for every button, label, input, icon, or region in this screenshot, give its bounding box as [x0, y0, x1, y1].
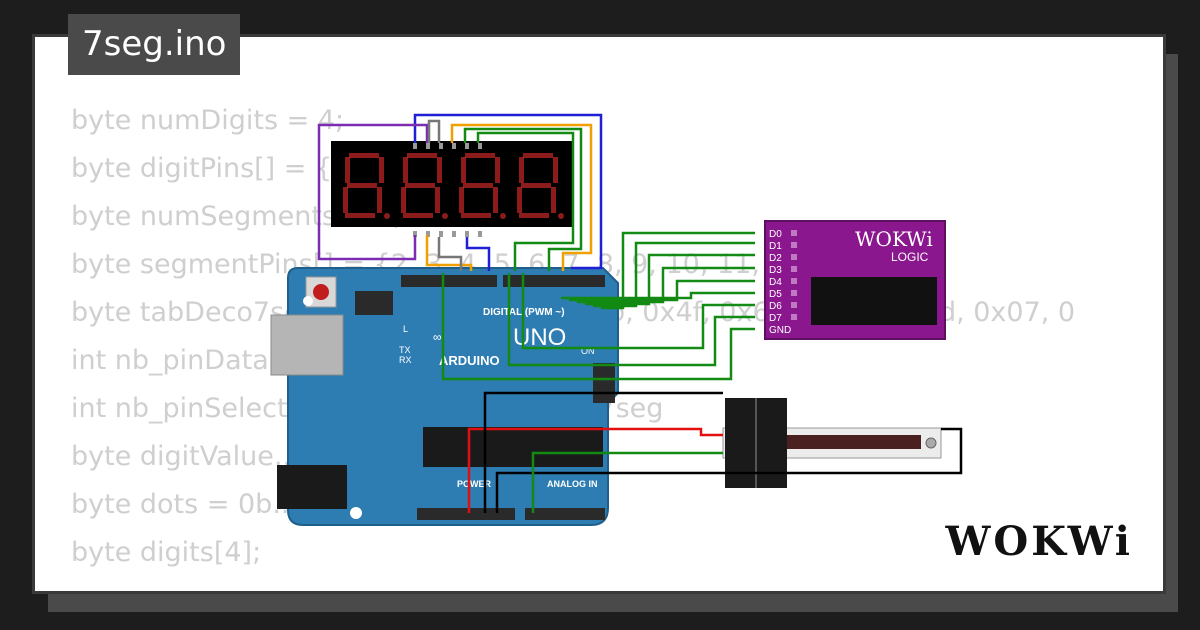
- segment: [403, 157, 408, 183]
- segment: [347, 183, 377, 188]
- slide-potentiometer[interactable]: [722, 398, 942, 488]
- led-rx-label: RX: [399, 355, 412, 365]
- seven-segment-display[interactable]: [331, 141, 573, 237]
- code-line: ...: [71, 577, 1075, 591]
- icsp-header: [355, 291, 393, 315]
- header-top-left: [401, 275, 497, 287]
- project-card: byte numDigits = 4;byte digitPins[] = {1…: [32, 34, 1166, 594]
- segment: [437, 157, 442, 183]
- logic-pin-label: D7: [769, 313, 782, 324]
- logic-pin[interactable]: [791, 242, 797, 248]
- segment: [517, 187, 522, 213]
- logic-pin-label: D6: [769, 301, 782, 312]
- power-jack: [277, 465, 347, 509]
- reset-button[interactable]: [313, 284, 329, 300]
- segment: [401, 187, 406, 213]
- header-analog: [525, 508, 605, 520]
- logic-pin[interactable]: [791, 254, 797, 260]
- logic-pin-label: GND: [769, 325, 791, 336]
- segment-dot: [384, 213, 390, 219]
- segment: [435, 187, 440, 213]
- seven-seg-digit: [517, 153, 564, 219]
- arduino-uno[interactable]: ∞ UNO ARDUINO DIGITAL (PWM ~) POWER ANAL…: [270, 267, 619, 526]
- segment: [519, 157, 524, 183]
- circuit-diagram: ∞ UNO ARDUINO DIGITAL (PWM ~) POWER ANAL…: [270, 113, 963, 526]
- segment: [405, 183, 435, 188]
- icsp-right: [593, 363, 615, 403]
- logic-display: [811, 277, 937, 325]
- code-line: byte numDigits = 4;: [71, 105, 345, 136]
- seven-seg-digit: [401, 153, 448, 219]
- logic-brand: WOKWi: [855, 227, 933, 251]
- segment-dot: [558, 213, 564, 219]
- analog-label: ANALOG IN: [547, 479, 598, 489]
- segment: [551, 187, 556, 213]
- logic-pin[interactable]: [791, 230, 797, 236]
- seven-seg-digit: [459, 153, 506, 219]
- led-l-label: L: [403, 324, 408, 334]
- segment: [379, 157, 384, 183]
- logic-pin[interactable]: [791, 290, 797, 296]
- code-line: byte digits[4];: [71, 537, 262, 568]
- segment: [493, 187, 498, 213]
- logic-pin[interactable]: [791, 314, 797, 320]
- logic-label: LOGIC: [891, 250, 929, 264]
- segment: [343, 187, 348, 213]
- arduino-logo: ∞: [433, 330, 442, 344]
- segment: [403, 213, 433, 218]
- seven-seg-digit: [343, 153, 390, 219]
- segment: [459, 187, 464, 213]
- logic-pin-label: D2: [769, 253, 782, 264]
- segment: [349, 153, 379, 158]
- mount-hole: [350, 507, 362, 519]
- segment: [345, 157, 350, 183]
- logic-pin[interactable]: [791, 266, 797, 272]
- logic-pin[interactable]: [791, 278, 797, 284]
- logic-pin-label: D1: [769, 241, 782, 252]
- power-label: POWER: [457, 479, 492, 489]
- segment: [465, 153, 495, 158]
- segment: [377, 187, 382, 213]
- code-line: byte digitValue...: [71, 441, 300, 472]
- usb-port: [270, 314, 344, 376]
- board-brand: ARDUINO: [439, 353, 500, 368]
- segment: [407, 153, 437, 158]
- wires: [317, 113, 963, 513]
- logic-pin-label: D4: [769, 277, 782, 288]
- led-on-label: ON: [581, 346, 595, 356]
- segment: [461, 157, 466, 183]
- led-tx-label: TX: [399, 345, 411, 355]
- segment-dot: [442, 213, 448, 219]
- mount-hole: [303, 296, 313, 306]
- logic-pin-label: D3: [769, 265, 782, 276]
- segment: [519, 213, 549, 218]
- segment: [461, 213, 491, 218]
- logic-pin[interactable]: [791, 302, 797, 308]
- segment-dot: [500, 213, 506, 219]
- segment: [345, 213, 375, 218]
- project-title[interactable]: 7seg.ino: [68, 14, 241, 75]
- segment: [521, 183, 551, 188]
- segment: [463, 183, 493, 188]
- segment: [495, 157, 500, 183]
- atmega-chip: [423, 427, 603, 467]
- header-power: [417, 508, 515, 520]
- segment: [523, 153, 553, 158]
- header-top-right: [503, 275, 605, 287]
- logic-pin-label: D0: [769, 229, 782, 240]
- logic-pin-label: D5: [769, 289, 782, 300]
- segment: [553, 157, 558, 183]
- wokwi-logo: WOKWi: [945, 518, 1133, 565]
